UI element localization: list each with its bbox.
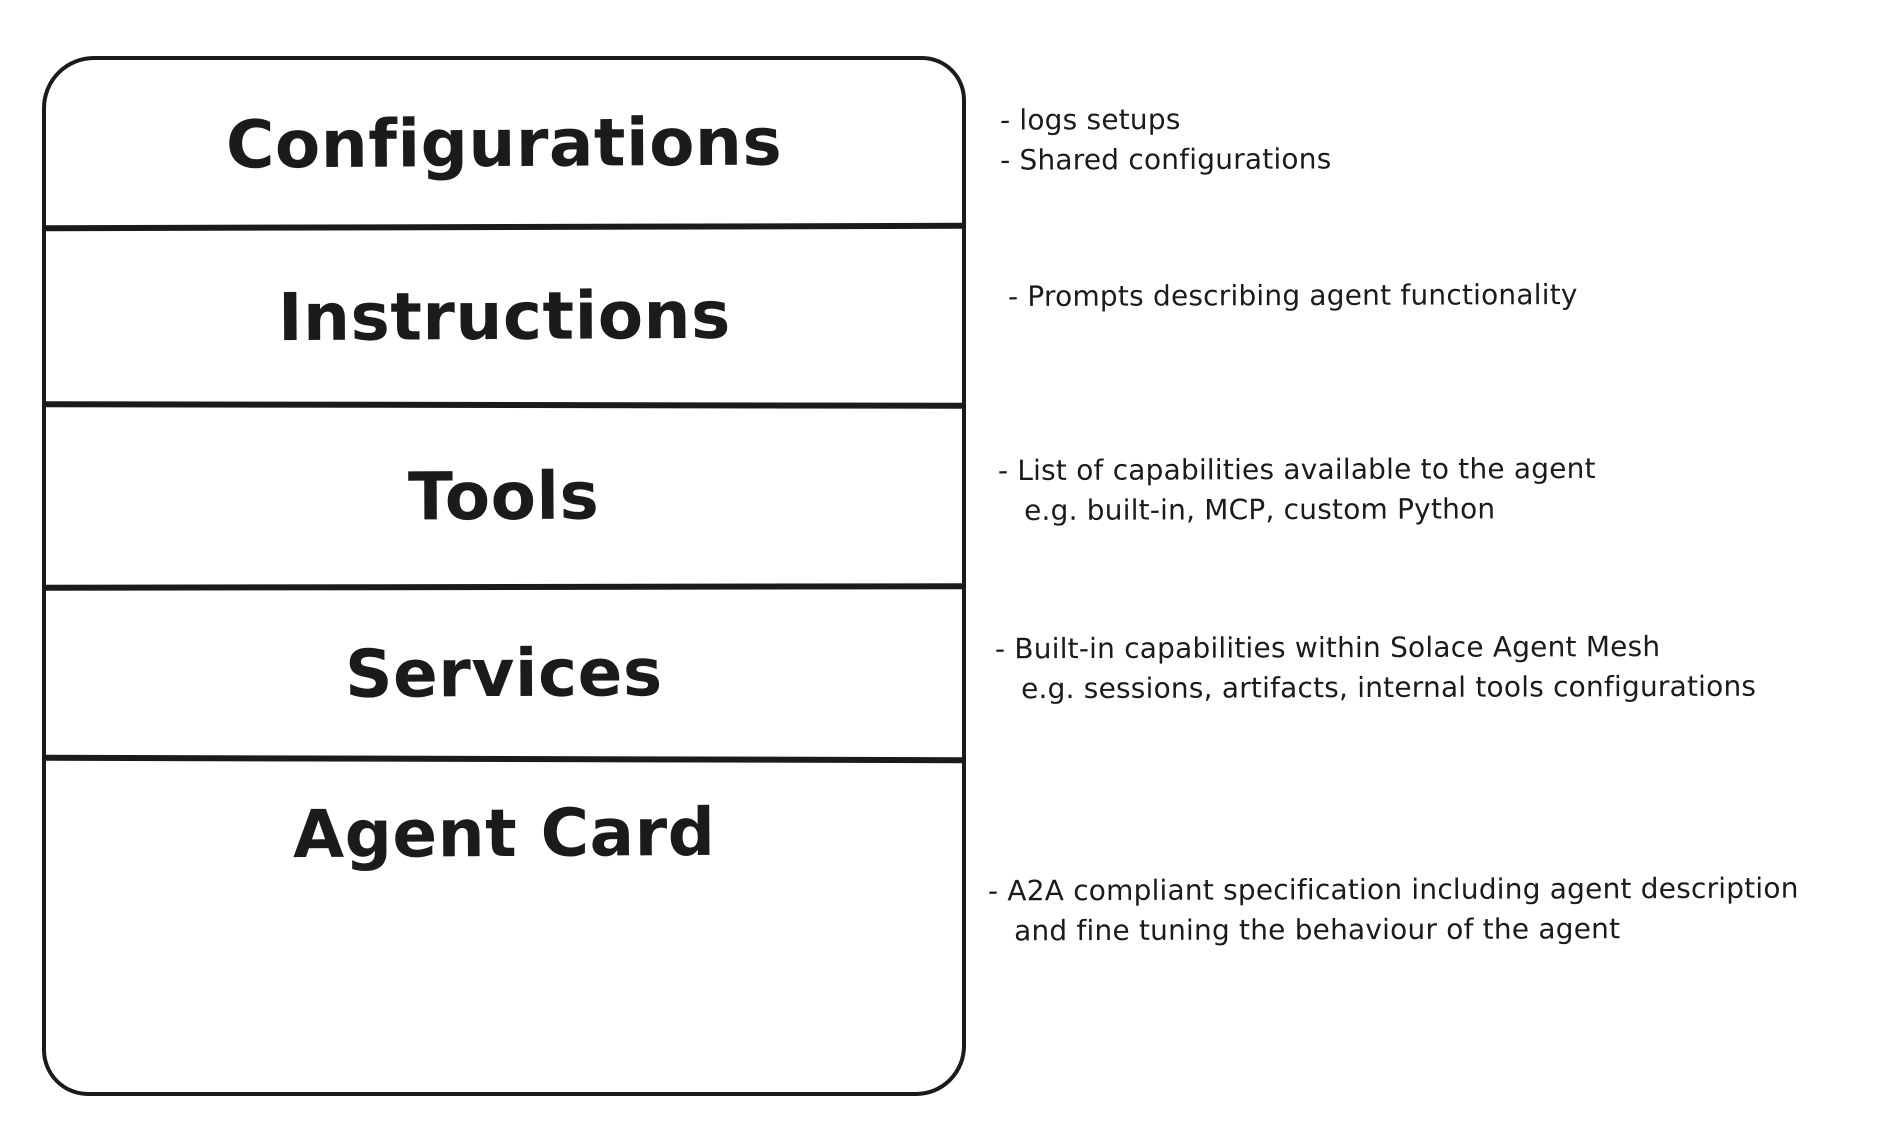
note-line: - Built-in capabilities within Solace Ag…: [994, 630, 1661, 666]
section-tools: Tools: [46, 405, 962, 587]
note-agent-card: - A2A compliant specification including …: [988, 869, 1799, 952]
note-line: - Shared configurations: [1000, 142, 1332, 177]
section-label-services: Services: [344, 633, 664, 713]
note-line: - A2A compliant specification including …: [987, 871, 1799, 908]
section-instructions: Instructions: [46, 227, 962, 405]
note-line: and fine tuning the behaviour of the age…: [1014, 912, 1621, 948]
section-configurations: Configurations: [46, 60, 962, 227]
note-line: e.g. built-in, MCP, custom Python: [1024, 492, 1496, 527]
agent-component-stack: Configurations Instructions Tools Servic…: [42, 56, 966, 1096]
note-tools: - List of capabilities available to the …: [998, 449, 1596, 531]
section-label-instructions: Instructions: [277, 276, 731, 356]
note-services: - Built-in capabilities within Solace Ag…: [995, 627, 1756, 710]
note-line: - List of capabilities available to the …: [997, 451, 1596, 488]
section-services: Services: [46, 587, 962, 759]
section-agent-card: Agent Card: [46, 759, 962, 1092]
note-line: - Prompts describing agent functionality: [1007, 278, 1578, 313]
section-label-configurations: Configurations: [225, 103, 783, 184]
note-line: - logs setups: [999, 102, 1181, 137]
section-label-tools: Tools: [408, 456, 600, 536]
note-configurations: - logs setups - Shared configurations: [1000, 99, 1332, 180]
section-label-agent-card: Agent Card: [292, 793, 716, 874]
note-line: e.g. sessions, artifacts, internal tools…: [1021, 669, 1757, 706]
note-instructions: - Prompts describing agent functionality: [1008, 275, 1578, 317]
